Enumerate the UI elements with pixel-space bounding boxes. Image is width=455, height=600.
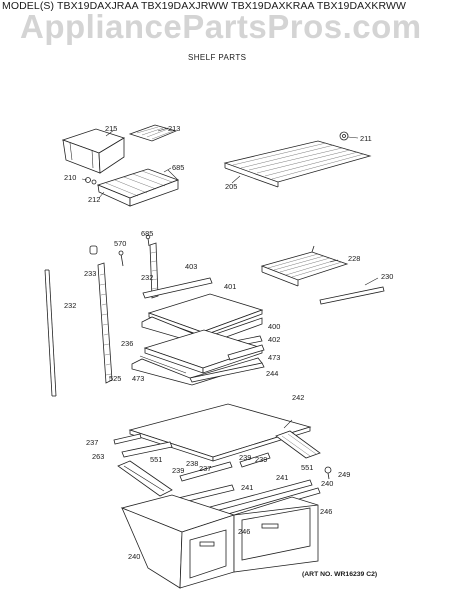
callout-236: 236 <box>121 339 133 348</box>
part-drawing-slide-rail <box>131 357 265 386</box>
callout-239-right: 239 <box>255 455 267 464</box>
callout-213: 213 <box>168 124 180 133</box>
part-drawing-wire-shelf <box>223 140 372 188</box>
callout-400: 400 <box>268 322 280 331</box>
part-drawing-hardware <box>89 234 151 267</box>
callout-241-center: 241 <box>241 483 253 492</box>
callout-211: 211 <box>360 134 372 143</box>
art-number: (ART NO. WR16239 C2) <box>302 571 378 578</box>
callout-263: 263 <box>92 452 104 461</box>
part-drawing-crisper-cover-glass <box>128 403 312 462</box>
callout-237-left: 237 <box>86 438 98 447</box>
part-drawing-glass-shelf <box>147 293 264 337</box>
part-drawing-wire-shelf-right <box>260 245 349 287</box>
callout-403: 403 <box>185 262 197 271</box>
part-drawing-door-bin <box>61 128 125 174</box>
callout-232-left: 232 <box>64 301 76 310</box>
part-drawing-clip <box>85 177 97 185</box>
part-drawing-wire-basket <box>96 168 180 207</box>
callout-228: 228 <box>348 254 360 263</box>
callout-402: 402 <box>268 335 280 344</box>
callout-551-left: 551 <box>150 455 162 464</box>
part-drawing-crisper-drawers <box>120 494 319 589</box>
callout-215: 215 <box>105 124 117 133</box>
callout-237-center: 237 <box>199 464 211 473</box>
model-list: MODEL(S) TBX19DAXJRAA TBX19DAXJRWW TBX19… <box>2 0 406 12</box>
callout-242: 242 <box>292 393 304 402</box>
part-drawing-slotted-ladder-left <box>97 262 113 384</box>
part-drawing-slotted-ladder-center <box>149 242 159 299</box>
part-drawing-shelf-rail <box>142 277 213 299</box>
callout-685b: 685 <box>141 229 153 238</box>
callout-473-left: 473 <box>132 374 144 383</box>
part-drawing-side-support-right <box>275 430 321 459</box>
callout-246-right: 246 <box>320 507 332 516</box>
part-drawing-side-support-left <box>117 460 173 497</box>
callout-525: 525 <box>109 374 121 383</box>
callout-551-right: 551 <box>301 463 313 472</box>
callout-570: 570 <box>114 239 126 248</box>
section-title: SHELF PARTS <box>188 53 247 62</box>
leader-lines <box>81 127 379 429</box>
callout-labels: 215 213 685 210 212 211 205 685 570 233 … <box>64 124 393 561</box>
callout-685: 685 <box>172 163 184 172</box>
part-drawing-long-rail <box>44 269 57 397</box>
part-drawing-screw <box>324 466 332 480</box>
callout-230: 230 <box>381 272 393 281</box>
watermark: AppliancePartsPros.com <box>20 8 422 45</box>
callout-240-right: 240 <box>321 479 333 488</box>
callout-239-left: 239 <box>172 466 184 475</box>
callout-249: 249 <box>338 470 350 479</box>
callout-212: 212 <box>88 195 100 204</box>
callout-205: 205 <box>225 182 237 191</box>
callout-473-right: 473 <box>268 353 280 362</box>
callout-233: 233 <box>84 269 96 278</box>
part-drawing-slide-shelf <box>139 329 265 374</box>
callout-244: 244 <box>266 369 278 378</box>
callout-232-center: 232 <box>141 273 153 282</box>
part-drawing-cover-trim-left <box>113 433 173 458</box>
callout-238: 238 <box>186 459 198 468</box>
callout-240-left: 240 <box>128 552 140 561</box>
callout-239-center: 239 <box>239 453 251 462</box>
callout-401: 401 <box>224 282 236 291</box>
part-drawing-rail-230 <box>319 286 385 305</box>
callout-241-right: 241 <box>276 473 288 482</box>
callout-246-center: 246 <box>238 527 250 536</box>
callout-210: 210 <box>64 173 76 182</box>
part-drawing-shelf-clip <box>339 131 349 141</box>
